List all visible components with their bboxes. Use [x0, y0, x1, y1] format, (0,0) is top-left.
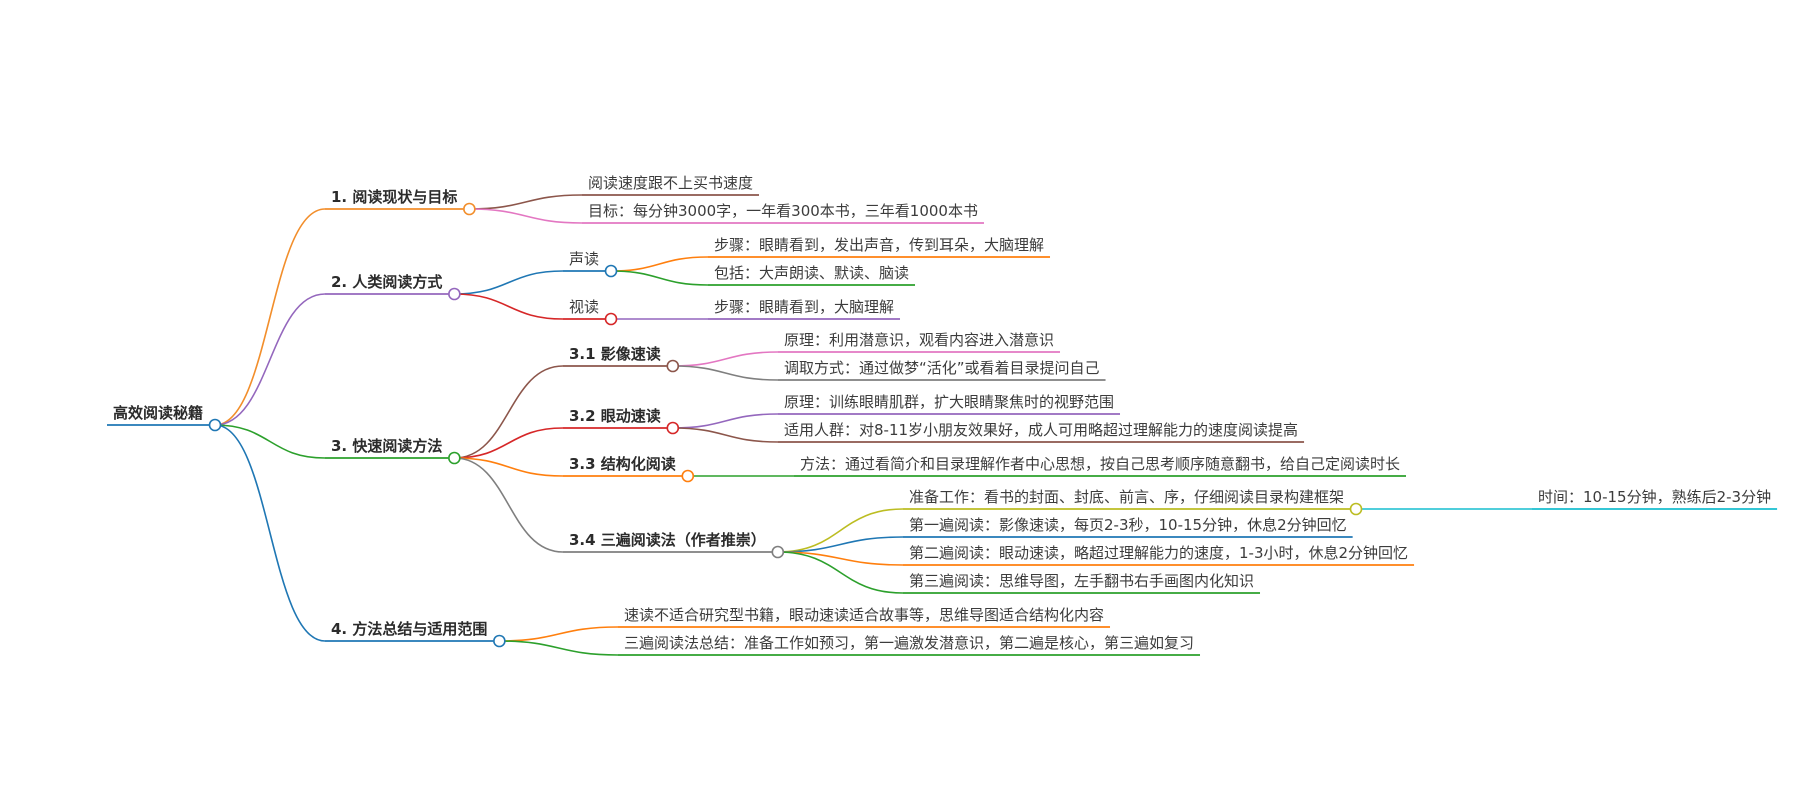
- leaf-second-pass[interactable]: 第二遍阅读：眼动速读，略超过理解能力的速度，1-3小时，休息2分钟回忆: [909, 544, 1409, 562]
- topic-visual-reading[interactable]: 视读: [569, 298, 600, 316]
- connector-curve: [215, 424, 326, 642]
- connector-curve: [499, 640, 619, 656]
- connector-curve: [777, 508, 904, 553]
- leaf-structured-method[interactable]: 方法：通过看简介和目录理解作者中心思想，按自己思考顺序随意翻书，给自己定阅读时长: [800, 455, 1401, 473]
- leaf-voice-includes[interactable]: 包括：大声朗读、默读、脑读: [714, 264, 910, 282]
- leaf-three-pass-summary[interactable]: 三遍阅读法总结：准备工作如预习，第一遍激发潜意识，第二遍是核心，第三遍如复习: [624, 634, 1195, 652]
- expand-node-circle: [1349, 502, 1363, 516]
- connector-curve: [454, 293, 564, 320]
- leaf-reading-goal[interactable]: 目标：每分钟3000字，一年看300本书，三年看1000本书: [588, 202, 978, 220]
- topic-structured-reading[interactable]: 3.3 结构化阅读: [569, 455, 676, 473]
- connector-curve: [215, 293, 326, 426]
- leaf-prep-work[interactable]: 准备工作：看书的封面、封底、前言、序，仔细阅读目录构建框架: [909, 488, 1345, 506]
- topic-speed-reading-methods[interactable]: 3. 快速阅读方法: [331, 437, 443, 455]
- connector-curve: [215, 208, 326, 426]
- leaf-third-pass[interactable]: 第三遍阅读：思维导图，左手翻书右手画图内化知识: [909, 572, 1255, 590]
- expand-node-circle: [448, 287, 461, 301]
- leaf-visual-steps[interactable]: 步骤：眼睛看到，大脑理解: [714, 298, 895, 316]
- connector-curve: [672, 427, 779, 443]
- leaf-prep-time[interactable]: 时间：10-15分钟，熟练后2-3分钟: [1538, 488, 1772, 506]
- expand-node-circle: [604, 264, 618, 278]
- topic-reading-status-goal[interactable]: 1. 阅读现状与目标: [331, 188, 458, 206]
- connector-curve: [611, 256, 709, 272]
- root-topic[interactable]: 高效阅读秘籍: [113, 404, 204, 422]
- topic-three-pass-reading[interactable]: 3.4 三遍阅读法（作者推崇）: [569, 531, 766, 549]
- leaf-image-recall[interactable]: 调取方式：通过做梦“活化”或看着目录提问自己: [784, 359, 1100, 377]
- expand-node-circle: [448, 451, 461, 465]
- topic-human-reading-modes[interactable]: 2. 人类阅读方式: [331, 273, 443, 291]
- leaf-image-principle[interactable]: 原理：利用潜意识，观看内容进入潜意识: [784, 331, 1055, 349]
- connector-curve: [499, 626, 619, 642]
- expand-node-circle: [604, 312, 618, 326]
- connector-curve: [777, 551, 904, 594]
- leaf-eye-audience[interactable]: 适用人群：对8-11岁小朋友效果好，成人可用略超过理解能力的速度阅读提高: [784, 421, 1299, 439]
- connector-curve: [454, 457, 564, 553]
- connector-curve: [215, 424, 326, 459]
- leaf-voice-steps[interactable]: 步骤：眼睛看到，发出声音，传到耳朵，大脑理解: [714, 236, 1045, 254]
- expand-node-circle: [771, 545, 785, 559]
- topic-voice-reading[interactable]: 声读: [569, 250, 600, 268]
- topic-image-speed-reading[interactable]: 3.1 影像速读: [569, 345, 661, 363]
- expand-node-circle: [463, 202, 476, 216]
- leaf-speed-gap[interactable]: 阅读速度跟不上买书速度: [588, 174, 754, 192]
- connector-curve: [777, 536, 904, 553]
- connector-curve: [672, 413, 779, 429]
- connector-curve: [469, 208, 583, 224]
- expand-node-circle: [493, 634, 506, 648]
- expand-node-circle: [666, 359, 680, 373]
- connector-curve: [454, 270, 564, 295]
- expand-node-circle: [681, 469, 695, 483]
- connector-curve: [777, 551, 904, 566]
- topic-summary-scope[interactable]: 4. 方法总结与适用范围: [331, 620, 488, 638]
- connector-curve: [672, 351, 779, 367]
- connector-curve: [672, 365, 779, 381]
- connector-curve: [454, 427, 564, 459]
- topic-eye-movement-reading[interactable]: 3.2 眼动速读: [569, 407, 661, 425]
- leaf-eye-principle[interactable]: 原理：训练眼睛肌群，扩大眼睛聚焦时的视野范围: [784, 393, 1115, 411]
- expand-node-circle: [208, 418, 222, 432]
- connector-curve: [454, 365, 564, 459]
- connector-curve: [469, 194, 583, 210]
- connector-curve: [611, 270, 709, 286]
- leaf-speed-reading-scope[interactable]: 速读不适合研究型书籍，眼动速读适合故事等，思维导图适合结构化内容: [624, 606, 1105, 624]
- connector-curve: [454, 457, 564, 477]
- leaf-first-pass[interactable]: 第一遍阅读：影像速读，每页2-3秒，10-15分钟，休息2分钟回忆: [909, 516, 1347, 534]
- expand-node-circle: [666, 421, 680, 435]
